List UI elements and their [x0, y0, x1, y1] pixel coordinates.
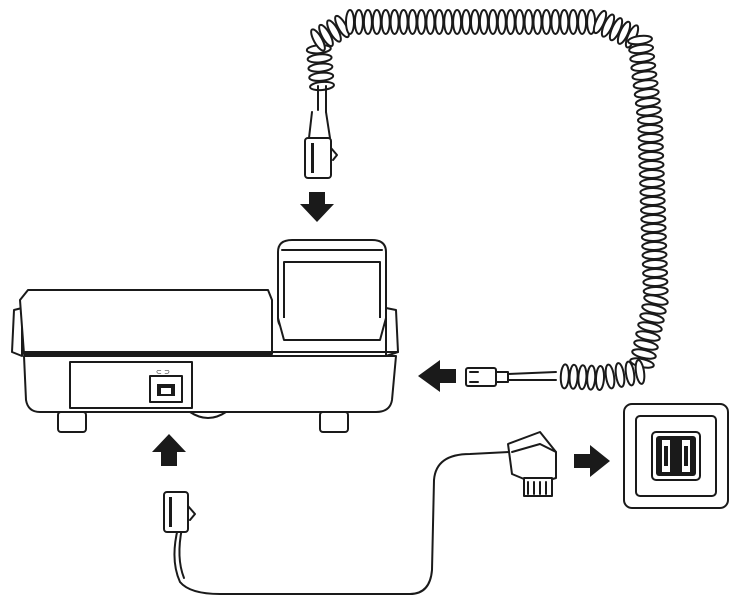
- coil-loop: [559, 9, 570, 35]
- coil-loop: [505, 9, 516, 35]
- wall-plug-adapter: [507, 431, 557, 497]
- coil-loop: [594, 365, 606, 391]
- coil-loop: [326, 19, 342, 43]
- coil-loop: [639, 177, 666, 189]
- coil-loop: [550, 9, 561, 35]
- coil-loop: [434, 9, 445, 35]
- coil-loop: [631, 70, 658, 81]
- port-label: ⊂ ⊃: [156, 368, 170, 376]
- coil-loop: [514, 9, 525, 35]
- coil-loop: [642, 276, 669, 288]
- coil-loop: [637, 132, 664, 144]
- coiled-handset-cord: [305, 9, 669, 391]
- coil-loop: [638, 168, 665, 180]
- coil-loop: [635, 330, 661, 342]
- coil-loop: [398, 9, 409, 35]
- coil-loop: [443, 9, 454, 35]
- telephone-base: [11, 289, 399, 433]
- coil-loop: [637, 114, 663, 126]
- coil-loop: [559, 363, 570, 390]
- coil-loop: [586, 364, 597, 391]
- coil-loop: [640, 213, 667, 225]
- coil-loop: [307, 62, 334, 73]
- coil-loop: [639, 195, 666, 207]
- coil-loop: [407, 9, 418, 35]
- coil-loop: [487, 9, 498, 35]
- coil-loop: [470, 9, 480, 35]
- coil-loop: [637, 141, 664, 153]
- coil-loop: [568, 363, 579, 390]
- coil-base-plug: [465, 367, 557, 387]
- coil-loop: [310, 28, 326, 52]
- coil-loop: [642, 267, 669, 279]
- coil-loop: [638, 159, 665, 171]
- base-line-jack: ⊂ ⊃: [149, 368, 183, 403]
- coil-loop: [532, 9, 543, 35]
- coil-loop: [425, 9, 436, 35]
- coil-loop: [634, 96, 661, 108]
- coil-loop: [371, 9, 382, 35]
- coil-loop: [642, 285, 669, 297]
- coil-loop: [629, 52, 656, 64]
- line-cord: [173, 451, 511, 595]
- coil-loop: [640, 231, 667, 243]
- coil-loop: [614, 362, 626, 388]
- coil-tail-top: [317, 85, 327, 113]
- handset: [277, 239, 387, 341]
- coil-loop: [634, 359, 646, 385]
- coil-loop: [541, 9, 552, 35]
- coil-loop: [640, 222, 667, 234]
- coil-loop: [643, 294, 669, 306]
- handset-plug-top: [304, 111, 338, 179]
- coil-loop: [452, 9, 463, 35]
- coil-loop: [345, 9, 355, 35]
- coil-loop: [318, 23, 334, 48]
- coil-loop: [641, 240, 668, 252]
- coil-loop: [633, 339, 659, 351]
- wall-socket: [623, 403, 729, 509]
- coil-loop: [461, 9, 472, 35]
- coil-loop: [577, 364, 588, 391]
- coil-loop: [478, 9, 489, 35]
- arrow-left-icon: [418, 360, 456, 392]
- coil-loop: [309, 80, 335, 92]
- coil-loop: [362, 9, 373, 35]
- coil-loop: [523, 9, 534, 35]
- coil-loop: [639, 312, 665, 324]
- coil-loop: [604, 363, 616, 390]
- coil-loop: [641, 258, 668, 270]
- coil-loop: [308, 71, 335, 82]
- coil-loop: [380, 9, 391, 35]
- coil-loop: [416, 9, 427, 35]
- coil-loop: [641, 303, 667, 315]
- coil-loop: [640, 204, 666, 216]
- arrow-right-icon: [574, 445, 610, 477]
- coil-loop: [639, 186, 666, 198]
- coil-loop: [496, 9, 507, 35]
- arrow-down-icon: [300, 192, 334, 222]
- coil-loop: [389, 9, 400, 35]
- coil-loop: [306, 53, 333, 64]
- arrow-up-icon: [152, 434, 186, 466]
- coil-loop: [632, 79, 659, 90]
- coil-loop: [577, 9, 588, 35]
- coil-loop: [641, 249, 668, 261]
- coil-loop: [637, 321, 663, 333]
- coil-loop: [631, 348, 657, 360]
- coil-loop: [630, 61, 657, 72]
- coil-loop: [633, 88, 660, 99]
- coil-loop: [638, 150, 665, 162]
- coil-loop: [568, 9, 579, 35]
- coil-loop: [353, 9, 364, 35]
- coil-loop: [624, 360, 636, 387]
- coil-loop: [635, 105, 662, 117]
- line-plug-bottom: [163, 491, 196, 533]
- coil-loop: [637, 123, 664, 135]
